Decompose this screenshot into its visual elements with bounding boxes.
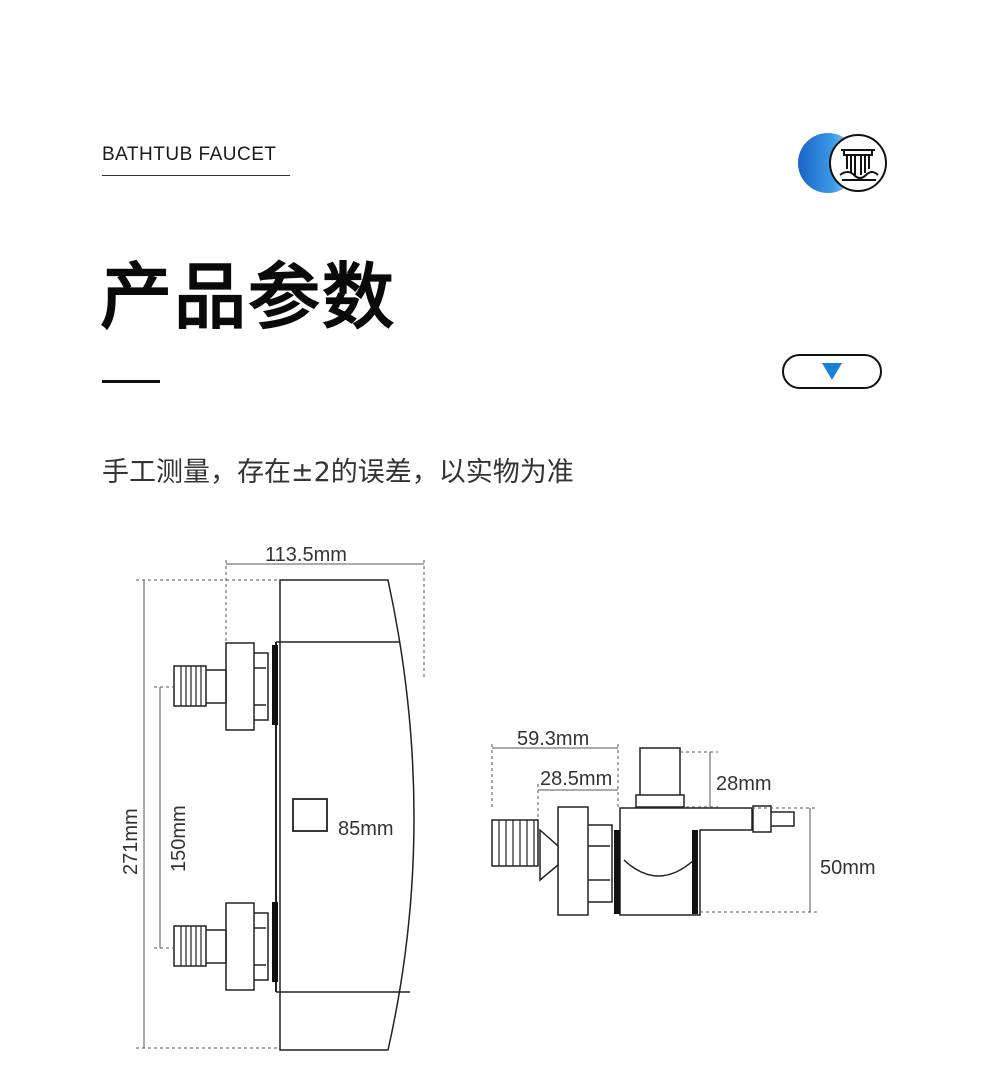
title-rule: [102, 380, 160, 383]
expand-toggle-button[interactable]: [782, 354, 882, 389]
waterfall-faucet-icon: [796, 131, 892, 195]
section-eyebrow: BATHTUB FAUCET: [102, 144, 277, 165]
page-title: 产品参数: [100, 255, 397, 339]
eyebrow-underline: [102, 175, 290, 176]
dim-body-height: 50mm: [820, 857, 876, 879]
front-dimension-lines: [136, 560, 425, 1049]
dim-side-depth: 59.3mm: [517, 728, 589, 750]
dim-top-knob-height: 28mm: [716, 773, 772, 795]
measurement-note: 手工测量，存在±2的误差，以实物为准: [102, 457, 574, 488]
dim-side-inner-depth: 28.5mm: [540, 768, 612, 790]
triangle-down-icon: [822, 363, 842, 380]
dim-front-width: 113.5mm: [265, 544, 347, 566]
dim-total-height: 271mm: [120, 808, 142, 875]
side-view: [491, 747, 795, 916]
dim-inlet-spacing: 150mm: [168, 805, 190, 872]
dim-knob-size: 85mm: [338, 818, 394, 840]
side-dimension-lines: [491, 744, 818, 913]
front-view: [173, 579, 415, 1051]
faucet-dimension-diagram: 113.5mm 271mm 150mm 85mm 59.3mm 28.5mm 2…: [120, 544, 876, 1051]
